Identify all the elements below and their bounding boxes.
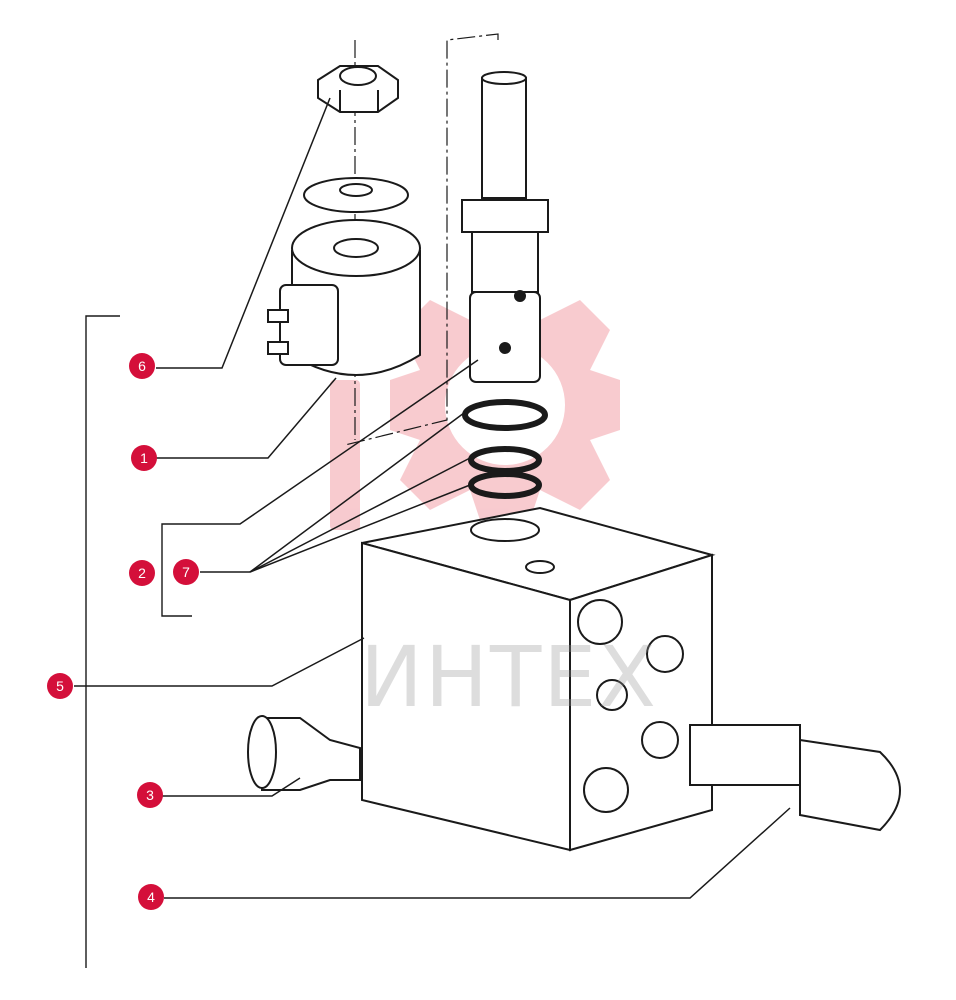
- cartridge-part: [461, 71, 549, 383]
- callout-7[interactable]: 7: [173, 559, 199, 585]
- callout-2[interactable]: 2: [129, 560, 155, 586]
- group-bracket-5: [85, 315, 120, 968]
- callout-1[interactable]: 1: [131, 445, 157, 471]
- callout-5[interactable]: 5: [47, 673, 73, 699]
- o-rings-part: [462, 399, 548, 499]
- leader-lines: [74, 97, 791, 899]
- callout-3[interactable]: 3: [137, 782, 163, 808]
- watermark-text: ИНТЕХ: [360, 628, 658, 726]
- washer-part: [303, 177, 409, 213]
- right-valve-part: [689, 724, 901, 832]
- manifold-block-part: [361, 506, 716, 852]
- callout-6[interactable]: 6: [129, 353, 155, 379]
- callout-4[interactable]: 4: [138, 884, 164, 910]
- coil-part: [267, 219, 421, 376]
- left-plug-part: [247, 715, 361, 791]
- group-bracket-2: [161, 523, 192, 617]
- nut-part: [317, 65, 399, 113]
